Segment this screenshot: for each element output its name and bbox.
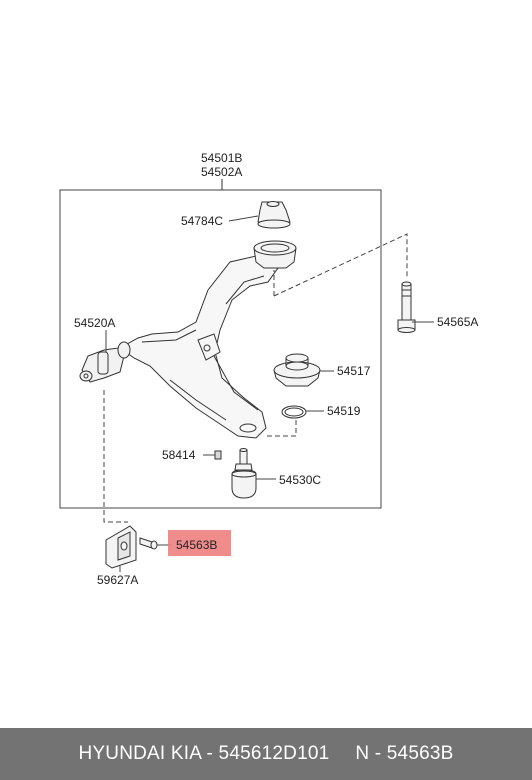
ball-joint (231, 448, 257, 499)
nut (214, 450, 222, 460)
label-bolt: 54565A (437, 315, 478, 329)
label-ring: 54519 (327, 404, 361, 418)
top-bushing (257, 201, 291, 229)
label-bushing-top: 54784C (181, 214, 223, 228)
dashed-leaders (103, 233, 408, 523)
ring (281, 405, 307, 419)
label-screw-highlight: 54563B (176, 538, 217, 552)
label-bushing-rear: 54517 (337, 364, 371, 378)
label-assembly-a: 54501B (201, 151, 242, 165)
footer-ref: N - 54563B (355, 743, 454, 764)
highlight-box (168, 530, 231, 556)
control-arm (119, 255, 279, 439)
screw (139, 537, 158, 550)
solid-leaders (105, 215, 434, 572)
bushing-housing (253, 240, 297, 269)
parts-diagram: 54501B 54502A (59, 151, 478, 587)
rear-bushing (273, 353, 321, 387)
footer-bar: HYUNDAI KIA - 545612D101 N - 54563B (0, 728, 532, 780)
label-ball-joint: 54530C (279, 473, 321, 487)
bolt (397, 281, 416, 333)
label-assembly-b: 54502A (201, 165, 242, 179)
assembly-frame (59, 189, 382, 509)
front-bushing (79, 341, 131, 383)
label-nut: 58414 (162, 448, 196, 462)
label-bracket: 59627A (97, 573, 138, 587)
footer-brand: HYUNDAI KIA - 545612D101 (78, 743, 330, 764)
label-bushing-front: 54520A (74, 316, 115, 330)
bracket (105, 525, 137, 569)
